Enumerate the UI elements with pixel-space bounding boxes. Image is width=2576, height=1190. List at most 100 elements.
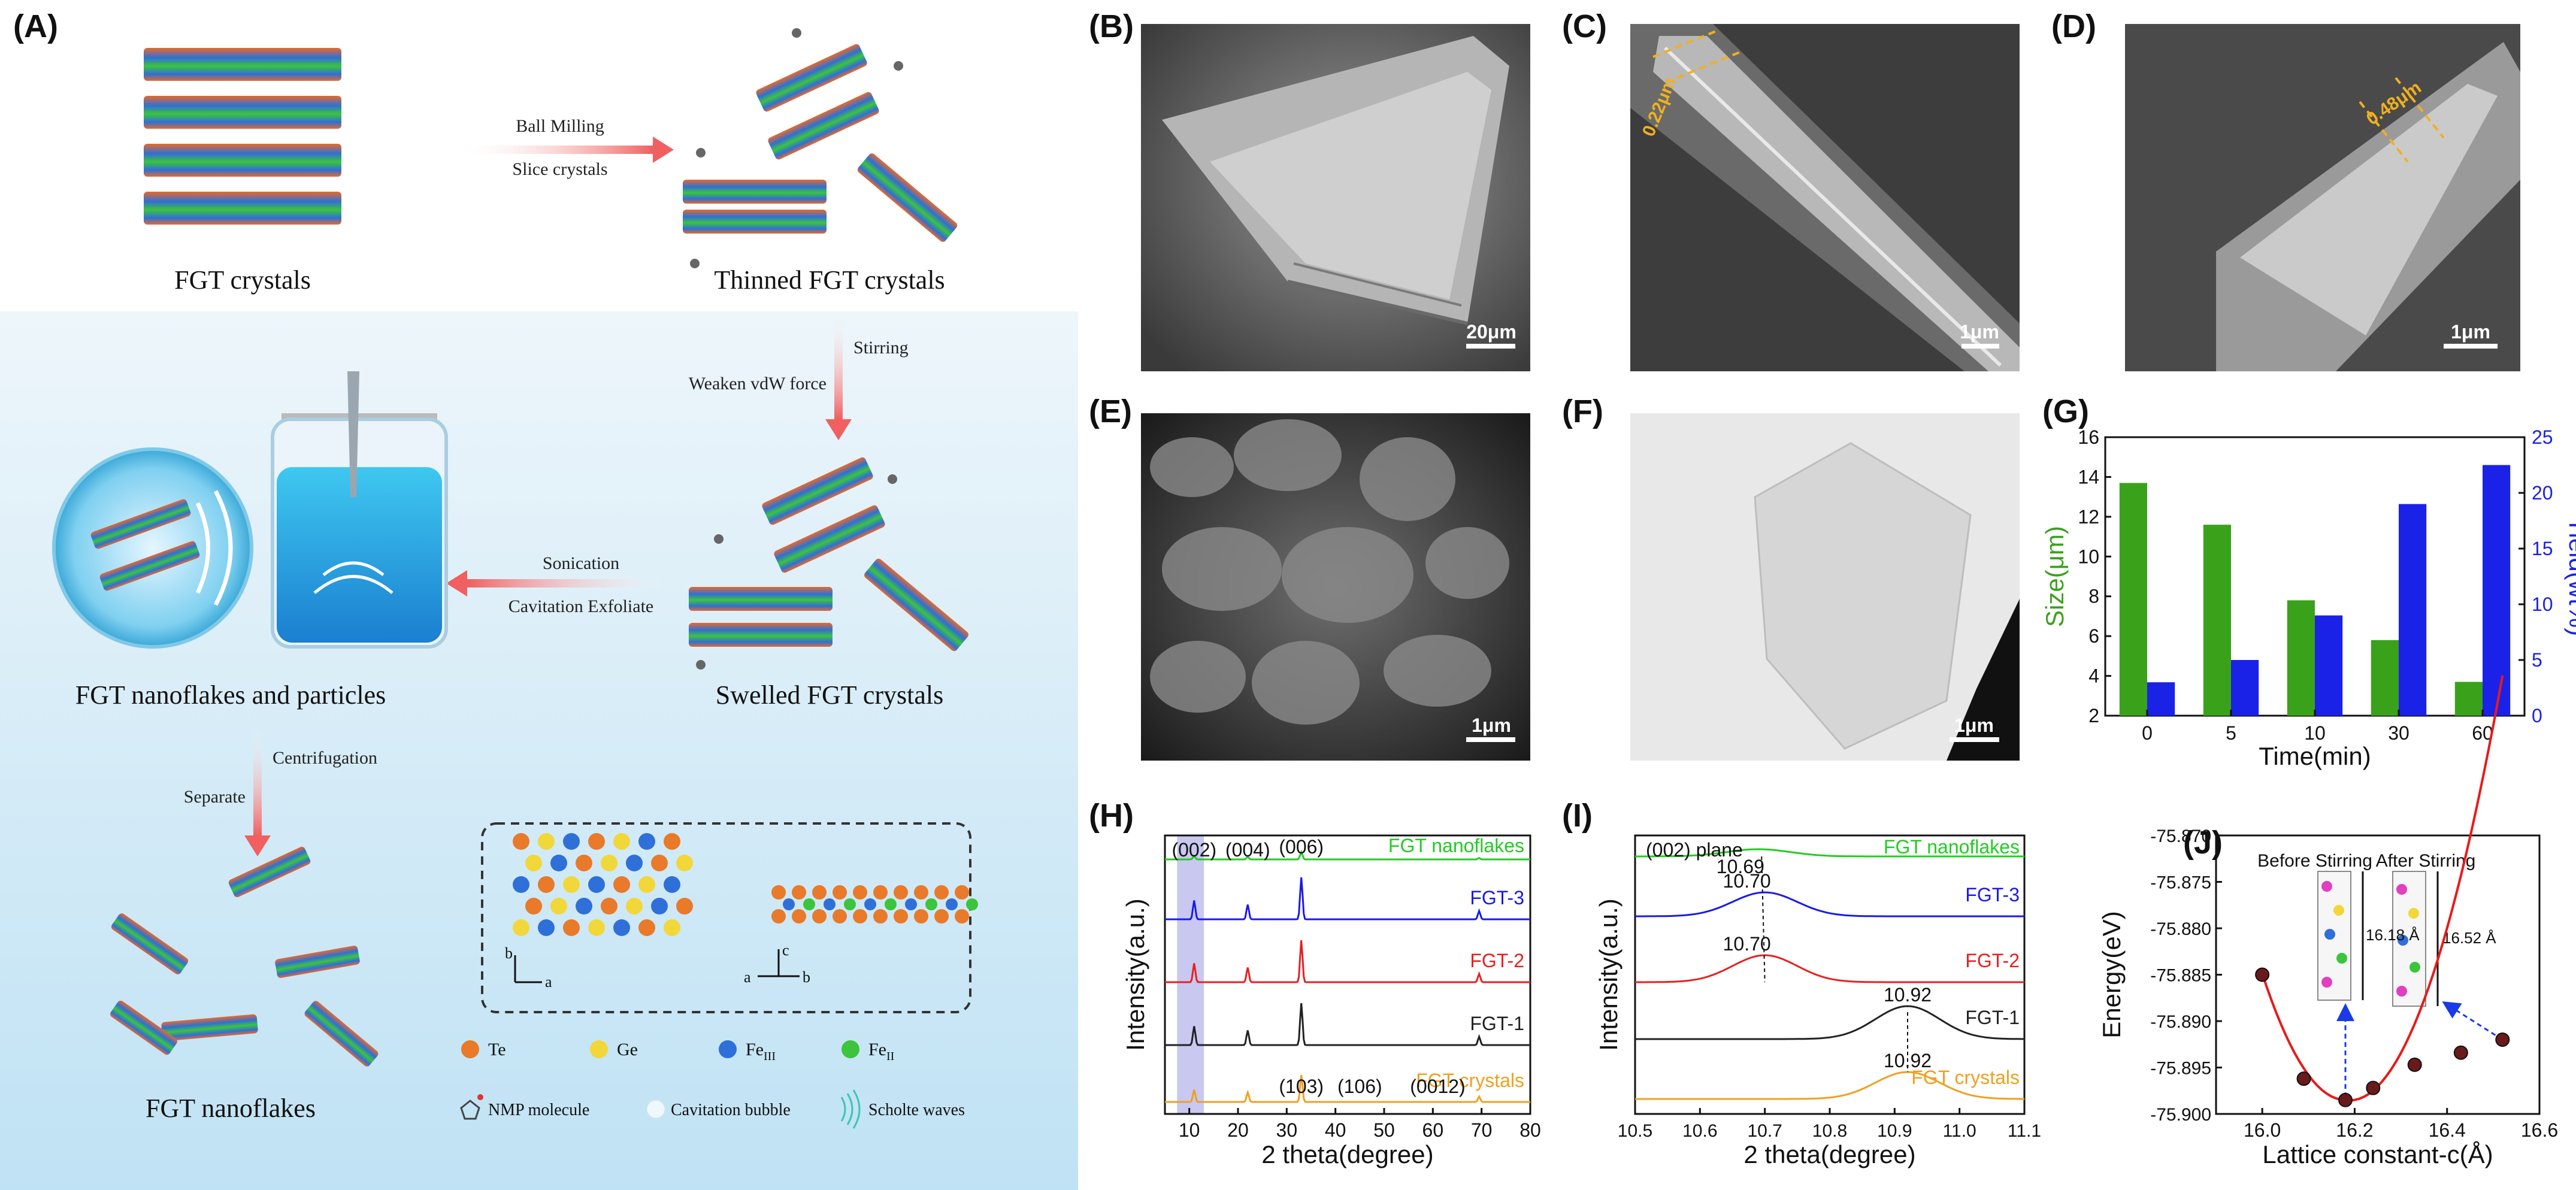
separate-label: Separate bbox=[184, 787, 246, 807]
lattice-atom bbox=[664, 919, 680, 936]
y-tick-label: 14 bbox=[2078, 466, 2099, 487]
x-tick-label: 10.5 bbox=[1618, 1121, 1652, 1141]
inset-before-c: 16.18 Å bbox=[2366, 926, 2420, 944]
bar-yield bbox=[2315, 615, 2343, 716]
series-line bbox=[1165, 877, 1530, 920]
peak-label: 10.69 bbox=[1717, 856, 1764, 877]
lattice-atom bbox=[613, 833, 630, 850]
panel-a: (A) FGT crystals Ball Milling Slice crys… bbox=[0, 0, 1078, 1190]
lattice-atom bbox=[601, 898, 617, 915]
plane-annotation: (002) plane bbox=[1646, 839, 1743, 861]
swelled-crystals-illustration bbox=[689, 457, 969, 670]
series-line bbox=[1635, 1071, 2024, 1100]
series-line bbox=[1635, 848, 2024, 858]
y-tick-label: 2 bbox=[2088, 705, 2099, 726]
stirring-label: Stirring bbox=[853, 338, 909, 358]
y2-tick-label: 20 bbox=[2532, 482, 2553, 504]
beaker-illustration bbox=[271, 371, 448, 649]
panel-i: (I) FGT nanoflakes10.69FGT-310.70FGT-210… bbox=[1562, 798, 2041, 1168]
x-tick-label: 16.6 bbox=[2521, 1119, 2558, 1141]
thinned-crystals-label: Thinned FGT crystals bbox=[714, 265, 945, 295]
svg-text:c: c bbox=[782, 941, 789, 959]
lattice-atom bbox=[550, 898, 567, 915]
zoom-bubble-illustration bbox=[52, 447, 253, 649]
data-point bbox=[2407, 1057, 2422, 1072]
svg-text:b: b bbox=[505, 944, 513, 962]
lattice-atom bbox=[833, 909, 847, 923]
x-tick-label: 10 bbox=[2304, 722, 2326, 744]
lattice-atom bbox=[638, 919, 655, 936]
x-tick-label: 60 bbox=[1422, 1119, 1444, 1141]
sem-particle bbox=[1384, 635, 1491, 707]
scale-label-b: 20μm bbox=[1466, 321, 1516, 343]
lattice-atom bbox=[833, 885, 847, 900]
sem-particle bbox=[1234, 419, 1342, 491]
x-tick-label: 11.1 bbox=[2008, 1121, 2041, 1141]
y-tick-label: 4 bbox=[2088, 665, 2099, 687]
stirring-arrowhead bbox=[825, 419, 852, 440]
peak-annotation: (006) bbox=[1279, 836, 1324, 858]
panel-label-h: (H) bbox=[1089, 798, 1134, 834]
lattice-atom bbox=[563, 833, 580, 850]
svg-text:a: a bbox=[744, 968, 751, 986]
scale-label-f: 1μm bbox=[1954, 714, 1994, 736]
x-tick-label: 16.2 bbox=[2336, 1119, 2373, 1141]
peak-annotation: (002) bbox=[1172, 839, 1216, 861]
legend-scholte-label: Scholte waves bbox=[868, 1101, 965, 1119]
series-line bbox=[1635, 954, 2024, 983]
lattice-atom bbox=[844, 898, 856, 910]
slice-crystals-label: Slice crystals bbox=[512, 159, 607, 179]
x-tick-label: 10.8 bbox=[1812, 1121, 1847, 1141]
axis-indicator-top: b a bbox=[505, 944, 552, 991]
panel-label-f: (F) bbox=[1562, 393, 1603, 429]
peak-label: 10.70 bbox=[1723, 933, 1771, 955]
side-view-lattice bbox=[771, 885, 978, 923]
nanoflakes-label: FGT nanoflakes bbox=[146, 1094, 316, 1123]
panel-label-g: (G) bbox=[2042, 393, 2089, 429]
peak-guide bbox=[1761, 856, 1766, 983]
y2-tick-label: 25 bbox=[2532, 426, 2553, 448]
panel-label-c: (C) bbox=[1562, 8, 1607, 44]
legend-nmp-label: NMP molecule bbox=[488, 1101, 589, 1119]
lattice-atom bbox=[576, 898, 592, 915]
series-line bbox=[1635, 1005, 2024, 1040]
lattice-atom bbox=[934, 885, 949, 900]
y-tick-label: -75.890 bbox=[2150, 1012, 2211, 1032]
scale-label-e: 1μm bbox=[1472, 714, 1511, 736]
peak-label: 10.92 bbox=[1884, 984, 1932, 1006]
lattice-atom bbox=[513, 919, 529, 936]
atom-legend: Te Ge FeIII FeII NMP molecule Cavitation… bbox=[460, 1040, 965, 1129]
sem-particle bbox=[1252, 641, 1360, 725]
y-axis-label: Intensity(a.u.) bbox=[1121, 898, 1149, 1050]
y-tick-label: -75.880 bbox=[2150, 919, 2211, 939]
x-tick-label: 0 bbox=[2142, 722, 2153, 744]
bar-size bbox=[2371, 640, 2399, 716]
panel-f: (F) 1μm bbox=[1562, 393, 2020, 761]
lattice-atom bbox=[676, 855, 693, 871]
y-tick-label: 8 bbox=[2088, 586, 2099, 607]
lattice-atom bbox=[550, 855, 567, 871]
lattice-atom bbox=[525, 898, 542, 915]
x-axis-label: Lattice constant-c(Å) bbox=[2262, 1140, 2493, 1168]
lattice-atom bbox=[626, 898, 643, 915]
sem-particle bbox=[1150, 641, 1246, 713]
series-label: FGT-1 bbox=[1965, 1007, 2020, 1028]
data-point bbox=[2255, 967, 2270, 982]
structure-box bbox=[481, 822, 971, 1013]
inset-atom bbox=[2324, 929, 2335, 940]
lattice-atom bbox=[664, 876, 680, 893]
series-line bbox=[1165, 1003, 1530, 1046]
y-tick-label: 10 bbox=[2078, 546, 2099, 567]
data-point bbox=[2453, 1045, 2468, 1060]
series-label: FGT crystals bbox=[1416, 1070, 1524, 1091]
lattice-atom bbox=[955, 909, 969, 923]
x-tick-label: 30 bbox=[2388, 722, 2409, 744]
lattice-atom bbox=[864, 898, 876, 910]
sem-particle bbox=[1360, 437, 1455, 521]
ball-milling-arrow bbox=[455, 146, 653, 154]
fit-curve bbox=[2261, 675, 2504, 1102]
legend-fe3-label: FeIII bbox=[746, 1040, 776, 1063]
